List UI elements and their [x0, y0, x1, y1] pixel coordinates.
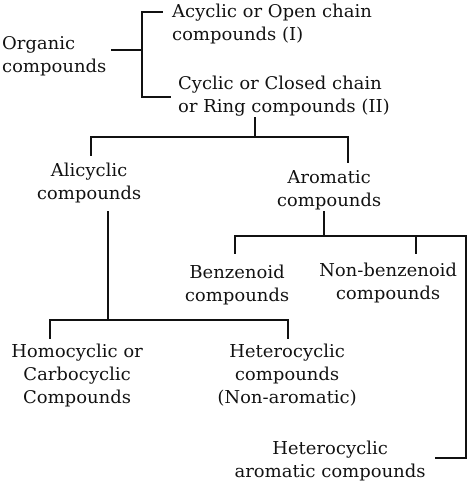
heterocyclic-aromatic-label-line-1: Heterocyclic — [272, 438, 388, 459]
node-non-benzenoid-compounds: Non-benzenoid compounds — [313, 259, 463, 305]
node-homocyclic-compounds: Homocyclic or Carbocyclic Compounds — [2, 340, 152, 409]
heterocyclic-aromatic-label-line-2: aromatic compounds — [234, 461, 426, 482]
node-heterocyclic-nonaromatic-compounds: Heterocyclic compounds (Non-aromatic) — [211, 340, 363, 409]
homocyclic-label-line-2: Carbocyclic — [23, 364, 131, 385]
cyclic-label-line-2: or Ring compounds (II) — [178, 96, 390, 117]
heterocyclic-nonaromatic-label-line-1: Heterocyclic — [229, 341, 345, 362]
cyclic-label-line-1: Cyclic or Closed chain — [178, 73, 382, 94]
non-benzenoid-label-line-1: Non-benzenoid — [319, 260, 457, 281]
non-benzenoid-label-line-2: compounds — [335, 283, 441, 304]
homocyclic-label-line-3: Compounds — [23, 387, 131, 408]
node-benzenoid-compounds: Benzenoid compounds — [176, 261, 298, 307]
acyclic-label-line-2: compounds (I) — [172, 24, 304, 45]
alicyclic-label-line-1: Alicyclic — [50, 160, 128, 181]
node-alicyclic-compounds: Alicyclic compounds — [28, 159, 150, 205]
homocyclic-label-line-1: Homocyclic or — [11, 341, 143, 362]
node-acyclic-compounds: Acyclic or Open chain compounds (I) — [172, 0, 372, 46]
heterocyclic-nonaromatic-label-line-3: (Non-aromatic) — [217, 387, 357, 408]
aromatic-label-line-1: Aromatic — [287, 167, 371, 188]
acyclic-label-line-1: Acyclic or Open chain — [172, 1, 372, 22]
node-cyclic-compounds: Cyclic or Closed chain or Ring compounds… — [178, 72, 390, 118]
root-node-organic-compounds: Organic compounds — [2, 32, 106, 78]
root-label-line-2: compounds — [2, 56, 107, 77]
benzenoid-label-line-1: Benzenoid — [189, 262, 285, 283]
alicyclic-label-line-2: compounds — [36, 183, 142, 204]
node-heterocyclic-aromatic-compounds: Heterocyclic aromatic compounds — [226, 437, 434, 483]
node-aromatic-compounds: Aromatic compounds — [268, 166, 390, 212]
heterocyclic-nonaromatic-label-line-2: compounds — [234, 364, 340, 385]
aromatic-label-line-2: compounds — [276, 190, 382, 211]
benzenoid-label-line-2: compounds — [184, 285, 290, 306]
root-label-line-1: Organic — [2, 33, 76, 54]
